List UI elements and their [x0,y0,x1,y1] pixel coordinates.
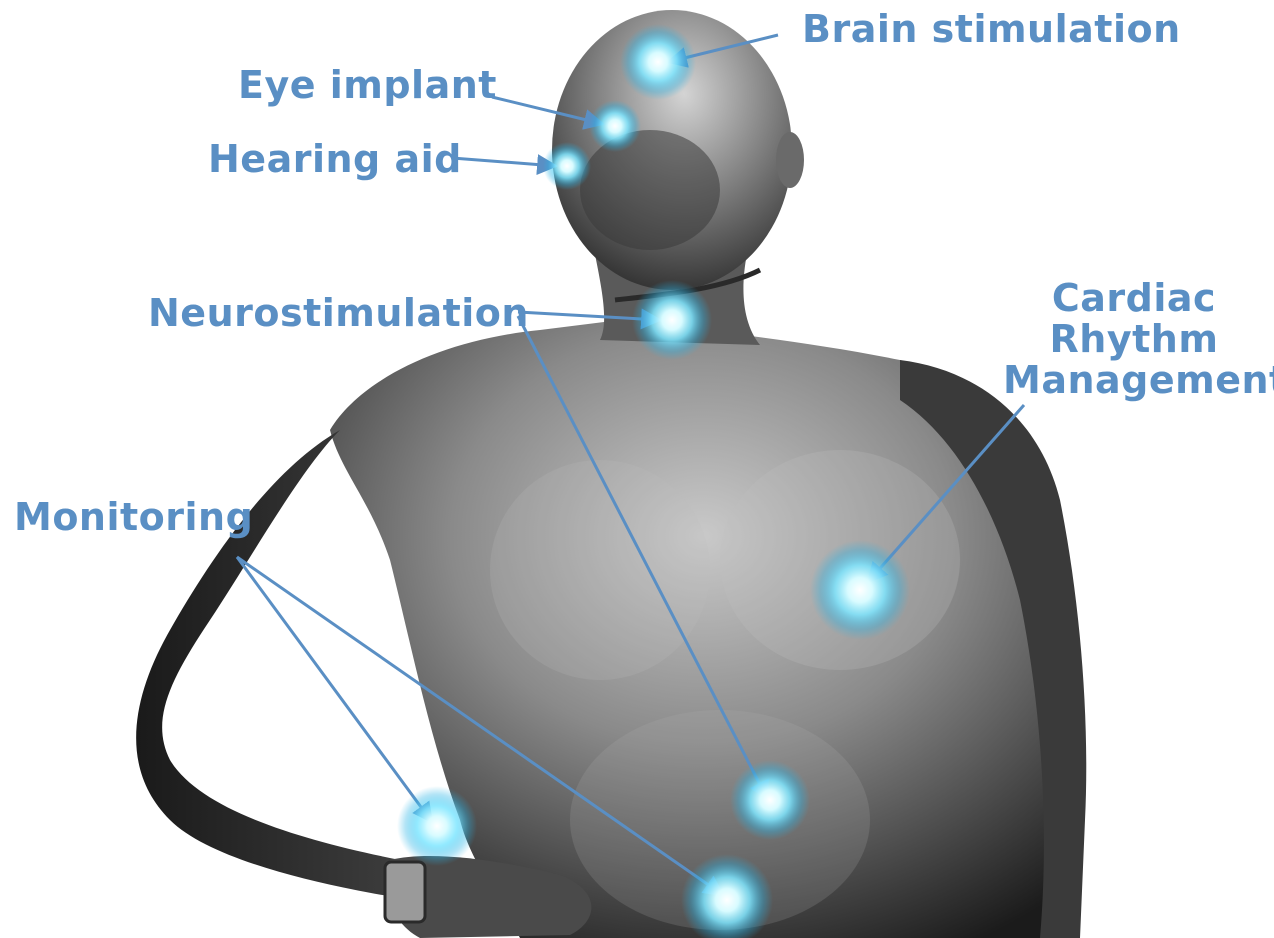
glowing-circle-icon [620,24,696,100]
label-cardiac-line1: Cardiac [1003,278,1265,319]
pectoral-left [490,460,710,680]
glowing-circle-icon [730,760,810,840]
ear [776,132,804,188]
label-monitoring: Monitoring [14,498,253,536]
label-brain-stimulation: Brain stimulation [802,10,1181,48]
glowing-circle-icon [632,280,712,360]
wristwatch [385,862,425,922]
label-neurostimulation: Neurostimulation [148,294,529,332]
label-cardiac-line3: Management [1003,360,1265,401]
face-shadow [580,130,720,250]
label-cardiac-rhythm-management: Cardiac Rhythm Management [1003,278,1265,401]
label-eye-implant: Eye implant [238,66,497,104]
glowing-circle-icon [810,540,910,640]
label-hearing-aid: Hearing aid [208,140,462,178]
glowing-circle-icon [543,142,591,190]
glowing-circle-icon [589,100,641,152]
glowing-circle-icon [397,786,477,866]
arrow-hearing [452,158,556,166]
label-cardiac-line2: Rhythm [1003,319,1265,360]
